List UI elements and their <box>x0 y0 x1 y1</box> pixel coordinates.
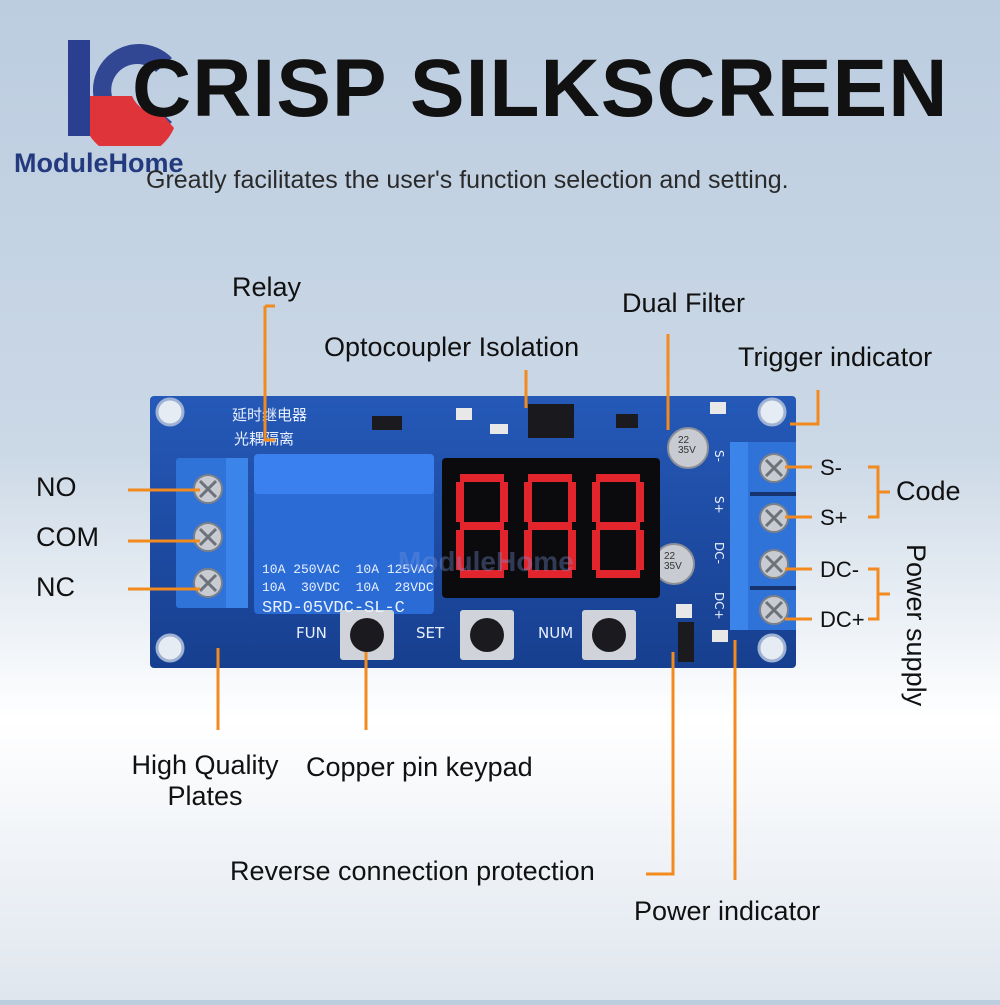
label-high-quality-line-1: High Quality <box>131 750 279 780</box>
label-high-quality-line-2: Plates <box>167 781 243 812</box>
label-power-supply: Power supply <box>901 544 931 707</box>
watermark: ModuleHome <box>398 546 574 577</box>
label-no: NO <box>36 472 77 502</box>
label-reverse-protection: Reverse connection protection <box>230 856 595 886</box>
label-dc-minus: DC- <box>820 557 860 582</box>
relay-spec-line-2: 10A 30VDC 10A 28VDC <box>262 580 434 595</box>
board-chinese-label-2: 光耦隔离 <box>234 430 295 448</box>
label-s-minus: S- <box>820 455 842 480</box>
label-code: Code <box>896 476 961 506</box>
capacitor-1-label: 22 35V <box>678 435 696 456</box>
pin-s-minus-silk: S- <box>712 450 726 462</box>
label-optocoupler: Optocoupler Isolation <box>324 332 580 362</box>
label-dc-plus: DC+ <box>820 607 865 632</box>
label-power-indicator: Power indicator <box>634 896 821 926</box>
seven-segment-display <box>452 468 652 584</box>
pin-s-plus-silk: S+ <box>712 496 726 514</box>
brand-name: ModuleHome <box>14 148 184 178</box>
label-com: COM <box>36 522 99 552</box>
page-title: CRISP SILKSCREEN <box>132 43 949 134</box>
fun-button-label: FUN <box>296 624 327 642</box>
board-chinese-label-1: 延时继电器 <box>232 406 308 424</box>
label-high-quality: High Quality Plates <box>110 750 300 812</box>
set-button-label: SET <box>416 624 445 642</box>
num-button-label: NUM <box>538 624 574 642</box>
capacitor-2-label: 22 35V <box>664 551 682 572</box>
label-trigger-indicator: Trigger indicator <box>738 342 933 372</box>
relay-spec-line-1: 10A 250VAC 10A 125VAC <box>262 562 434 577</box>
label-s-plus: S+ <box>820 505 848 530</box>
pin-dc-minus-silk: DC- <box>712 542 726 564</box>
relay-module-board <box>150 396 802 668</box>
label-copper-keypad: Copper pin keypad <box>306 752 533 782</box>
label-nc: NC <box>36 572 75 602</box>
brand-logo <box>62 36 182 158</box>
relay-model: SRD-05VDC-SL-C <box>262 599 405 618</box>
label-relay: Relay <box>232 272 302 302</box>
pin-dc-plus-silk: DC+ <box>712 592 726 620</box>
page-subtitle: Greatly facilitates the user's function … <box>146 166 789 194</box>
label-dual-filter: Dual Filter <box>622 288 746 318</box>
